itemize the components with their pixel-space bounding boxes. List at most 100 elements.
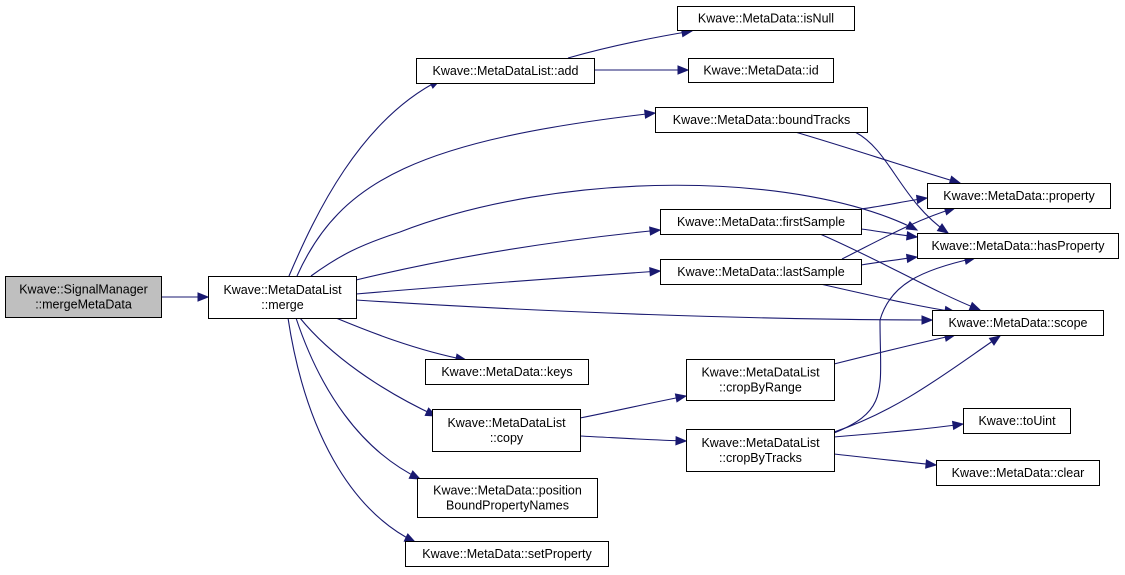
edge-line	[833, 257, 976, 434]
node-box[interactable]	[686, 359, 835, 401]
node-label: ::merge	[261, 298, 303, 312]
edge-line	[833, 453, 937, 466]
edge-first-to-property	[860, 194, 929, 210]
node-box[interactable]	[405, 541, 609, 567]
edge-cropTracks-to-toUint	[833, 420, 965, 438]
edge-first-to-hasProp	[860, 228, 919, 241]
edge-merge-to-add	[288, 79, 442, 277]
arrowhead-icon	[649, 226, 662, 236]
node-cropRange[interactable]: Kwave::MetaDataList::cropByRange	[686, 359, 835, 401]
node-label: Kwave::MetaData::lastSample	[677, 265, 844, 279]
node-box[interactable]	[963, 408, 1071, 434]
node-toUint[interactable]: Kwave::toUint	[963, 408, 1071, 434]
node-box[interactable]	[932, 310, 1104, 336]
arrowhead-icon	[403, 533, 417, 543]
edge-merge-to-hasProp	[310, 184, 919, 277]
node-label: Kwave::MetaData::isNull	[698, 11, 834, 25]
edge-cropTracks-to-scope	[833, 335, 1002, 433]
arrowhead-icon	[677, 65, 690, 75]
node-hasProp[interactable]: Kwave::MetaData::hasProperty	[917, 233, 1119, 259]
arrowhead-icon	[675, 435, 688, 446]
node-setProp[interactable]: Kwave::MetaData::setProperty	[405, 541, 609, 567]
node-label: Kwave::MetaData::id	[703, 63, 818, 77]
edge-merge-to-first	[355, 226, 662, 281]
node-label: Kwave::MetaDataList	[701, 436, 820, 450]
edge-line	[819, 283, 956, 313]
node-box[interactable]	[660, 209, 862, 235]
arrowhead-icon	[925, 459, 938, 469]
edge-merge-to-scope	[355, 299, 934, 325]
node-label: Kwave::MetaDataList	[447, 416, 566, 430]
edge-line	[794, 131, 961, 184]
arrowhead-icon	[649, 267, 662, 277]
arrowhead-icon	[905, 253, 919, 264]
arrowhead-icon	[915, 194, 929, 205]
edge-line	[355, 270, 661, 295]
node-last[interactable]: Kwave::MetaData::lastSample	[660, 259, 862, 285]
edge-cropRange-to-scope	[833, 332, 957, 365]
node-box[interactable]	[425, 359, 589, 385]
node-first[interactable]: Kwave::MetaData::firstSample	[660, 209, 862, 235]
node-label: ::cropByRange	[719, 380, 802, 394]
edge-copy-to-cropTracks	[579, 435, 688, 446]
edge-line	[310, 184, 918, 277]
arrowhead-icon	[408, 470, 422, 480]
edge-line	[335, 317, 467, 361]
node-box[interactable]	[686, 429, 835, 472]
node-isNull[interactable]: Kwave::MetaData::isNull	[677, 6, 855, 31]
node-box[interactable]	[917, 233, 1119, 259]
node-label: Kwave::MetaData::keys	[441, 365, 572, 379]
edge-line	[854, 131, 949, 234]
node-label: Kwave::SignalManager	[19, 282, 148, 296]
node-root[interactable]: Kwave::SignalManager::mergeMetaData	[5, 276, 162, 318]
node-box[interactable]	[660, 259, 862, 285]
edge-merge-to-posBound	[295, 317, 422, 480]
node-box[interactable]	[416, 58, 595, 84]
edge-root-to-merge	[162, 292, 210, 302]
node-box[interactable]	[927, 183, 1111, 209]
edge-line	[819, 233, 981, 311]
edge-line	[287, 317, 416, 543]
call-nodes: Kwave::SignalManager::mergeMetaDataKwave…	[5, 6, 1119, 567]
node-label: Kwave::MetaData::hasProperty	[932, 239, 1106, 253]
node-box[interactable]	[208, 276, 357, 319]
node-label: Kwave::MetaData::boundTracks	[673, 113, 850, 127]
node-property[interactable]: Kwave::MetaData::property	[927, 183, 1111, 209]
edge-merge-to-bound	[296, 109, 657, 277]
node-label: Kwave::MetaData::clear	[952, 466, 1085, 480]
arrowhead-icon	[921, 315, 934, 325]
node-label: ::mergeMetaData	[35, 297, 132, 311]
node-box[interactable]	[677, 6, 855, 31]
edge-add-to-isNull	[567, 28, 694, 59]
node-box[interactable]	[432, 409, 581, 452]
node-bound[interactable]: Kwave::MetaData::boundTracks	[655, 107, 868, 133]
node-label: Kwave::MetaData::setProperty	[422, 547, 592, 561]
node-keys[interactable]: Kwave::MetaData::keys	[425, 359, 589, 385]
node-merge[interactable]: Kwave::MetaDataList::merge	[208, 276, 357, 319]
node-clear[interactable]: Kwave::MetaData::clear	[936, 460, 1100, 486]
node-box[interactable]	[417, 478, 598, 518]
edge-bound-to-hasProp	[854, 131, 950, 234]
edge-line	[579, 435, 687, 442]
node-box[interactable]	[936, 460, 1100, 486]
node-label: Kwave::MetaData::scope	[949, 316, 1088, 330]
edge-line	[355, 229, 661, 281]
edge-line	[833, 423, 964, 438]
node-cropTracks[interactable]: Kwave::MetaDataList::cropByTracks	[686, 429, 835, 472]
arrowhead-icon	[948, 175, 962, 185]
arrowhead-icon	[906, 231, 919, 241]
arrowhead-icon	[197, 292, 210, 302]
node-box[interactable]	[655, 107, 868, 133]
node-add[interactable]: Kwave::MetaDataList::add	[416, 58, 595, 84]
node-box[interactable]	[5, 276, 162, 318]
edge-merge-to-keys	[335, 317, 468, 363]
arrowhead-icon	[951, 420, 965, 431]
node-label: BoundPropertyNames	[446, 498, 569, 512]
node-copy[interactable]: Kwave::MetaDataList::copy	[432, 409, 581, 452]
arrowhead-icon	[674, 393, 688, 403]
node-scope[interactable]: Kwave::MetaData::scope	[932, 310, 1104, 336]
edge-cropTracks-to-clear	[833, 453, 938, 469]
node-id[interactable]: Kwave::MetaData::id	[688, 58, 834, 83]
node-box[interactable]	[688, 58, 834, 83]
node-posBound[interactable]: Kwave::MetaData::positionBoundPropertyNa…	[417, 478, 598, 518]
